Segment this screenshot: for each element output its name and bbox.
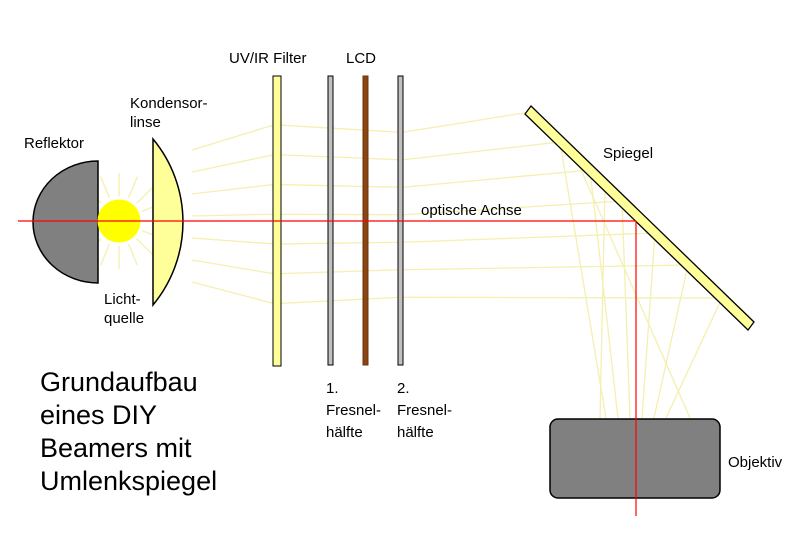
- label-condenser-line2: linse: [130, 114, 161, 131]
- reflected-ray: [665, 297, 723, 419]
- reflected-ray: [641, 232, 656, 419]
- deflection-mirror: [524, 105, 755, 331]
- title-line-2: eines DIY: [40, 400, 158, 430]
- beam-ray: [402, 111, 531, 133]
- beam-ray: [191, 281, 274, 304]
- title-line-4: Umlenkspiegel: [40, 466, 218, 496]
- beam-ray: [402, 232, 656, 243]
- beam-ray: [191, 237, 274, 245]
- beam-ray: [191, 124, 274, 151]
- beam-ray: [280, 269, 401, 275]
- title-line-3: Beamers mit: [40, 433, 192, 463]
- beam-ray: [280, 241, 401, 245]
- label-fresnel2-line3: hälfte: [397, 424, 434, 441]
- beam-ray: [280, 154, 401, 161]
- sun-ray: [127, 176, 138, 199]
- beam-ray: [280, 183, 401, 188]
- reflected-rays: [559, 141, 723, 419]
- label-lcd: LCD: [346, 50, 377, 67]
- reflected-ray: [574, 155, 691, 419]
- title-line-1: Grundaufbau: [40, 367, 198, 397]
- beam-ray: [402, 264, 689, 271]
- label-fresnel1-line2: Fresnel-: [326, 402, 382, 419]
- beam-ray: [402, 200, 623, 216]
- beam-ray: [402, 141, 561, 161]
- objective-lens: [549, 418, 721, 499]
- label-uv-ir-filter: UV/IR Filter: [229, 50, 307, 67]
- label-light-source-line1: Licht-: [104, 291, 141, 308]
- beam-ray: [280, 213, 401, 216]
- beam-ray: [280, 296, 401, 304]
- label-objective: Objektiv: [728, 454, 783, 471]
- beam-ray: [191, 259, 274, 275]
- beam-ray: [191, 154, 274, 173]
- label-fresnel2-line2: Fresnel-: [397, 402, 453, 419]
- label-light-source-line2: quelle: [104, 310, 145, 327]
- beam-ray: [402, 296, 723, 299]
- reflected-ray: [599, 185, 606, 419]
- label-fresnel1-line1: 1.: [326, 380, 339, 397]
- condenser-lens: [152, 136, 184, 308]
- label-condenser-line1: Kondensor-: [130, 95, 208, 112]
- light-beam-rays: [191, 111, 723, 304]
- beam-ray: [280, 124, 401, 133]
- sun-ray: [127, 243, 138, 266]
- reflected-ray: [653, 264, 689, 419]
- reflected-ray: [589, 169, 619, 419]
- label-fresnel2-line1: 2.: [397, 380, 410, 397]
- sun-ray: [136, 238, 154, 256]
- beam-ray: [191, 183, 274, 195]
- reflector: [32, 160, 99, 284]
- sun-ray: [136, 186, 154, 204]
- sun-ray: [100, 243, 111, 266]
- beam-ray: [402, 169, 591, 188]
- label-fresnel1-line3: hälfte: [326, 424, 363, 441]
- sun-ray: [100, 176, 111, 199]
- reflected-ray: [559, 141, 607, 419]
- label-mirror: Spiegel: [603, 145, 654, 162]
- beam-ray: [191, 213, 274, 217]
- reflected-ray: [621, 200, 631, 419]
- label-reflector: Reflektor: [24, 135, 85, 152]
- label-optical-axis: optische Achse: [421, 202, 522, 219]
